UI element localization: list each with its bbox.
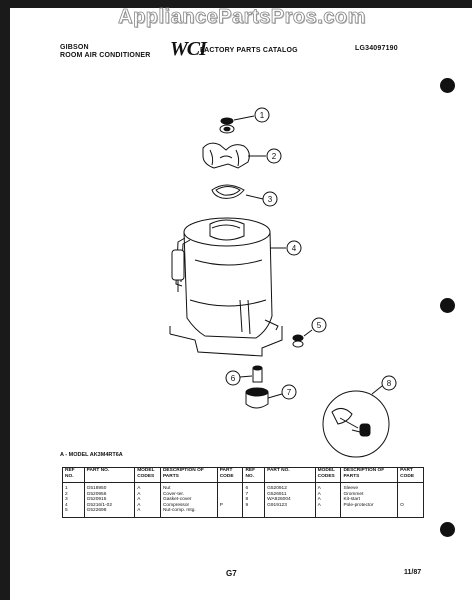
code-cell bbox=[216, 482, 244, 492]
table-header-row: REF NO. PART NO. MODEL CODES DESCRIPTION… bbox=[62, 467, 424, 483]
code-cell bbox=[397, 491, 424, 498]
callout-label-6: 6 bbox=[231, 374, 236, 383]
callout-label-4: 4 bbox=[292, 244, 297, 253]
code-cell bbox=[216, 491, 244, 498]
ref-cell: 1 bbox=[62, 482, 85, 492]
terminal-cover-part-icon bbox=[202, 142, 250, 169]
sleeve-part-icon bbox=[252, 365, 263, 383]
code-cell: P bbox=[216, 502, 244, 509]
desc-cell: Cover-ter. bbox=[159, 491, 218, 498]
code-cell bbox=[397, 508, 424, 518]
bottom-grommet-part-icon bbox=[245, 387, 269, 409]
binder-hole-icon bbox=[440, 522, 455, 537]
callout-2: 2 bbox=[266, 148, 282, 164]
parts-table: REF NO. PART NO. MODEL CODES DESCRIPTION… bbox=[62, 467, 424, 518]
desc-cell: Gasket-cover bbox=[159, 497, 218, 503]
col-description: DESCRIPTION OF PARTS bbox=[340, 467, 399, 483]
col-ref-no: REF NO. bbox=[62, 467, 85, 483]
callout-3: 3 bbox=[262, 191, 278, 207]
callout-label-2: 2 bbox=[272, 152, 277, 161]
desc-cell: Pole-protector bbox=[340, 502, 399, 509]
binder-hole-icon bbox=[440, 298, 455, 313]
watermark: AppliancePartsPros.com bbox=[118, 6, 366, 29]
binder-hole-icon bbox=[440, 78, 455, 93]
table-row: 2 G520956 A Cover-ter. 7 G526911 A Gromm… bbox=[62, 491, 424, 498]
callout-7: 7 bbox=[281, 384, 297, 400]
col-model-codes: MODEL CODES bbox=[314, 467, 342, 483]
catalog-number: LG34097190 bbox=[355, 45, 398, 52]
callout-label-8: 8 bbox=[387, 379, 392, 388]
model-cell: A bbox=[134, 508, 161, 518]
code-cell bbox=[397, 482, 424, 492]
callout-6: 6 bbox=[225, 370, 241, 386]
part-cell: G518950 bbox=[83, 482, 136, 492]
part-cell bbox=[264, 508, 316, 518]
ref-cell: 5 bbox=[62, 508, 85, 518]
part-cell: G522698 bbox=[83, 508, 136, 518]
callout-1: 1 bbox=[254, 107, 270, 123]
table-row: 3 G520915 A Gasket-cover 8 WA926004 A Ki… bbox=[62, 497, 424, 503]
ref-cell: 6 bbox=[242, 482, 266, 492]
brand-name: GIBSON bbox=[60, 44, 89, 51]
col-model-codes: MODEL CODES bbox=[134, 467, 161, 483]
grommet-part-icon bbox=[292, 334, 304, 348]
desc-cell bbox=[340, 508, 399, 518]
table-row: 4 G5216/1-02 A Compressor P 9 G919123 A … bbox=[62, 502, 424, 509]
desc-cell: Sleeve bbox=[340, 482, 399, 492]
col-part-no: PART NO. bbox=[264, 467, 316, 483]
desc-cell: Kit-start bbox=[340, 497, 399, 503]
col-part-no: PART NO. bbox=[83, 467, 136, 483]
table-row: 1 G518950 A Nut 6 G520912 A Sleeve bbox=[62, 482, 424, 492]
revision-date: 11/87 bbox=[404, 569, 422, 576]
model-cell: A bbox=[314, 482, 342, 492]
desc-cell: Compressor bbox=[159, 502, 218, 509]
product-name: ROOM AIR CONDITIONER bbox=[60, 52, 151, 59]
page-number: G7 bbox=[226, 569, 237, 578]
callout-5: 5 bbox=[311, 317, 327, 333]
code-cell bbox=[216, 508, 244, 518]
callout-4: 4 bbox=[286, 240, 302, 256]
ref-cell bbox=[242, 508, 266, 518]
desc-cell: Grommet bbox=[340, 491, 399, 498]
callout-8: 8 bbox=[381, 375, 397, 391]
table-row: 5 G522698 A Nut-comp. mtg. bbox=[62, 508, 424, 518]
desc-cell: Nut bbox=[159, 482, 218, 492]
model-note: A - MODEL AK3M4RT6A bbox=[60, 452, 123, 458]
callout-label-7: 7 bbox=[287, 388, 292, 397]
col-part-code: PART CODE bbox=[216, 467, 244, 483]
model-cell bbox=[314, 508, 342, 518]
col-description: DESCRIPTION OF PARTS bbox=[159, 467, 218, 483]
code-cell bbox=[216, 497, 244, 503]
compressor-part-icon bbox=[169, 217, 283, 357]
desc-cell: Nut-comp. mtg. bbox=[159, 508, 218, 518]
callout-label-5: 5 bbox=[317, 321, 322, 330]
start-kit-detail-icon bbox=[322, 390, 390, 458]
model-cell: A bbox=[134, 482, 161, 492]
gasket-part-icon bbox=[211, 184, 245, 199]
nut-part-icon bbox=[219, 117, 235, 134]
callout-label-3: 3 bbox=[268, 195, 273, 204]
catalog-title: FACTORY PARTS CATALOG bbox=[200, 47, 298, 54]
part-cell: G520912 bbox=[264, 482, 316, 492]
code-cell bbox=[397, 497, 424, 503]
col-part-code: PART CODE bbox=[397, 467, 424, 483]
col-ref-no: REF NO. bbox=[242, 467, 266, 483]
wci-logo: WCI bbox=[170, 38, 207, 60]
code-cell: O bbox=[397, 502, 424, 509]
callout-label-1: 1 bbox=[260, 111, 265, 120]
